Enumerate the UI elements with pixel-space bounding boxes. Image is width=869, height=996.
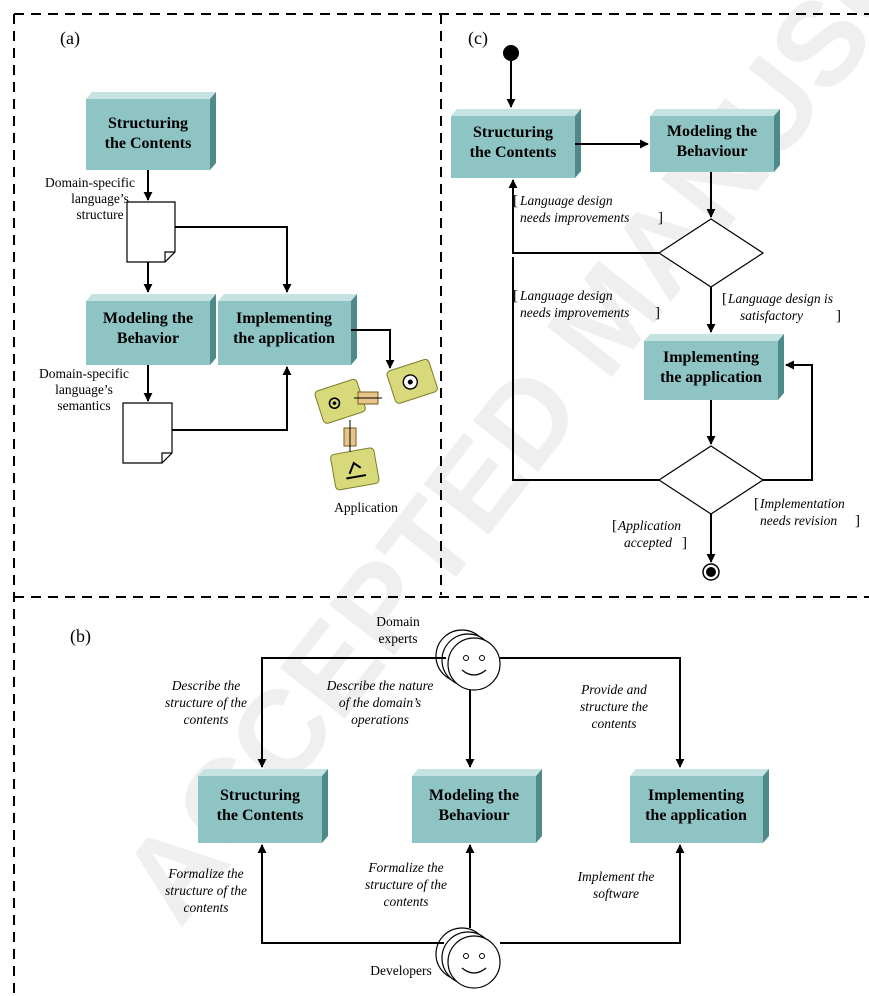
b-actor-top-line2: experts	[379, 631, 418, 646]
c-guard-5-line1: Application	[617, 518, 681, 533]
b-implementing-line1: Implementing	[648, 787, 744, 804]
svg-text:[: [	[612, 518, 617, 534]
developers-actor-icon	[435, 927, 501, 989]
a-doc2-label-line1: Domain-specific	[39, 366, 129, 381]
c-modeling-line1: Modeling the	[667, 123, 757, 140]
svg-text:[: [	[513, 193, 518, 209]
c-final-node	[702, 563, 720, 581]
c-flow-arrows	[506, 61, 813, 563]
b-flow-arrows	[257, 657, 685, 944]
panel-c-label: (c)	[468, 28, 488, 49]
svg-text:]: ]	[655, 305, 660, 321]
b-structuring-line2: the Contents	[217, 807, 304, 824]
panel-frames	[13, 13, 869, 996]
c-modeling-box: Modeling the Behaviour	[650, 109, 780, 172]
a-flow-arrows	[143, 170, 395, 431]
svg-text:[: [	[513, 288, 518, 304]
b-bot-mid-line3: contents	[384, 894, 429, 909]
a-application-label: Application	[334, 500, 398, 515]
a-document-structure-icon	[126, 201, 176, 263]
b-implementing-box: Implementing the application	[630, 769, 769, 843]
domain-experts-actor-icon	[435, 629, 501, 691]
b-modeling-line2: Behaviour	[438, 807, 509, 824]
panel-a: (a) Structuring the Contents Domain-spec…	[39, 28, 438, 515]
b-top-mid-line2: of the domain’s	[339, 695, 421, 710]
c-structuring-line2: the Contents	[470, 144, 557, 161]
b-bot-right-line1: Implement the	[577, 869, 655, 884]
b-bot-mid-line1: Formalize the	[367, 860, 443, 875]
b-top-right-line2: structure the	[580, 699, 648, 714]
a-implementing-box: Implementing the application	[218, 294, 357, 365]
a-document-semantics-icon	[122, 402, 173, 464]
a-modeling-line2: Behavior	[117, 330, 179, 347]
c-guard-1-line2: needs improvements	[520, 210, 629, 225]
a-modeling-box: Modeling the Behavior	[86, 294, 216, 365]
c-guard-5-line2: accepted	[624, 535, 672, 550]
a-modeling-line1: Modeling the	[103, 310, 193, 327]
b-top-left-line1: Describe the	[171, 678, 241, 693]
b-top-right-line3: contents	[592, 716, 637, 731]
c-implementing-line1: Implementing	[663, 349, 759, 366]
panel-b-label: (b)	[70, 626, 91, 647]
b-top-right-line1: Provide and	[580, 682, 647, 697]
svg-text:]: ]	[836, 308, 841, 324]
b-bot-left-line1: Formalize the	[167, 866, 243, 881]
c-implementing-box: Implementing the application	[644, 334, 784, 400]
c-guard-2-line1: Language design	[519, 288, 613, 303]
c-structuring-line1: Structuring	[473, 124, 553, 141]
c-guard-brackets: [] [] [] [] []	[513, 193, 860, 551]
b-top-mid-line3: operations	[351, 712, 409, 727]
c-decision-node-2	[657, 445, 765, 515]
b-bot-left-line2: structure of the	[165, 883, 247, 898]
b-modeling-box: Modeling the Behaviour	[412, 769, 542, 843]
b-bot-mid-line2: structure of the	[365, 877, 447, 892]
b-top-left-line3: contents	[184, 712, 229, 727]
c-guard-4-line2: needs revision	[760, 513, 837, 528]
a-structuring-line2: the Contents	[105, 135, 192, 152]
b-modeling-line1: Modeling the	[429, 787, 519, 804]
svg-text:[: [	[754, 496, 759, 512]
panel-a-label: (a)	[60, 28, 80, 49]
b-bot-right-line2: software	[593, 886, 639, 901]
b-bot-left-line3: contents	[184, 900, 229, 915]
panel-c: (c) Structuring the Contents Modeling th…	[451, 28, 845, 581]
c-guard-4-line1: Implementation	[759, 496, 845, 511]
c-implementing-line2: the application	[660, 369, 762, 386]
b-implementing-line2: the application	[645, 807, 747, 824]
a-doc2-label-line2: language’s	[55, 382, 113, 397]
b-top-left-line2: structure of the	[165, 695, 247, 710]
svg-text:]: ]	[658, 210, 663, 226]
b-actor-bottom: Developers	[370, 963, 431, 978]
b-top-mid-line1: Describe the nature	[326, 678, 434, 693]
svg-text:[: [	[722, 291, 727, 307]
c-modeling-line2: Behaviour	[676, 143, 747, 160]
a-implementing-line1: Implementing	[236, 310, 332, 327]
c-guard-2-line2: needs improvements	[520, 305, 629, 320]
c-initial-node	[503, 45, 519, 61]
a-structuring-line1: Structuring	[108, 115, 188, 132]
a-structuring-box: Structuring the Contents	[86, 92, 216, 170]
a-implementing-line2: the application	[233, 330, 335, 347]
b-structuring-box: Structuring the Contents	[198, 769, 328, 843]
a-doc1-label-line1: Domain-specific	[45, 175, 135, 190]
panel-b: (b) Domain experts Developers Stru	[70, 614, 769, 989]
svg-text:]: ]	[682, 535, 687, 551]
a-doc1-label-line2: language’s	[71, 191, 129, 206]
application-components-icon	[314, 358, 438, 491]
c-guard-3-line2: satisfactory	[740, 308, 803, 323]
a-doc2-label-line3: semantics	[57, 398, 110, 413]
a-doc1-label-line3: structure	[76, 207, 123, 222]
b-actor-top-line1: Domain	[376, 614, 420, 629]
c-structuring-box: Structuring the Contents	[451, 109, 581, 178]
b-structuring-line1: Structuring	[220, 787, 300, 804]
c-guard-1-line1: Language design	[519, 193, 613, 208]
c-guard-3-line1: Language design is	[727, 291, 833, 306]
svg-text:]: ]	[855, 513, 860, 529]
